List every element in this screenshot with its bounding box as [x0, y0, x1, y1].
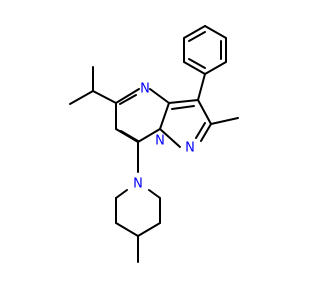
structure-drawing: N N N N: [69, 25, 239, 263]
bond: [149, 88, 170, 104]
bond: [115, 222, 139, 237]
bond: [120, 130, 139, 142]
bond: [137, 128, 161, 143]
bond: [69, 90, 94, 105]
bond: [92, 90, 117, 104]
molecule-diagram: N N N N: [69, 25, 239, 263]
bond: [159, 102, 170, 130]
bond: [168, 99, 199, 104]
bond: [148, 189, 161, 199]
atom-label-ring-n: N: [155, 134, 165, 149]
bond: [119, 94, 137, 105]
bond: [210, 117, 239, 125]
bond: [200, 123, 212, 142]
nitrogen-atom-n4: N: [140, 82, 150, 97]
atom-labels-layer: N N N N: [133, 82, 195, 192]
bond: [137, 222, 161, 237]
bond: [197, 99, 212, 125]
bond: [197, 73, 206, 101]
bond: [188, 31, 206, 42]
nitrogen-atom-piperidine: N: [133, 177, 143, 192]
bond: [115, 189, 128, 199]
nitrogen-atom-n1: N: [185, 141, 195, 156]
bond: [183, 61, 206, 75]
bond: [115, 88, 140, 104]
bond: [204, 61, 227, 75]
atom-label-n1: N: [185, 141, 195, 156]
nitrogen-atom-ring-junction: N: [155, 134, 165, 149]
bond: [183, 25, 206, 39]
bond: [171, 105, 195, 110]
atom-label-piperidine-n: N: [133, 177, 143, 192]
bond: [204, 25, 227, 39]
bond: [159, 128, 181, 148]
bond: [195, 122, 206, 139]
atom-label-n4: N: [140, 82, 150, 97]
bond: [188, 58, 206, 69]
bonds-layer: [69, 25, 239, 263]
